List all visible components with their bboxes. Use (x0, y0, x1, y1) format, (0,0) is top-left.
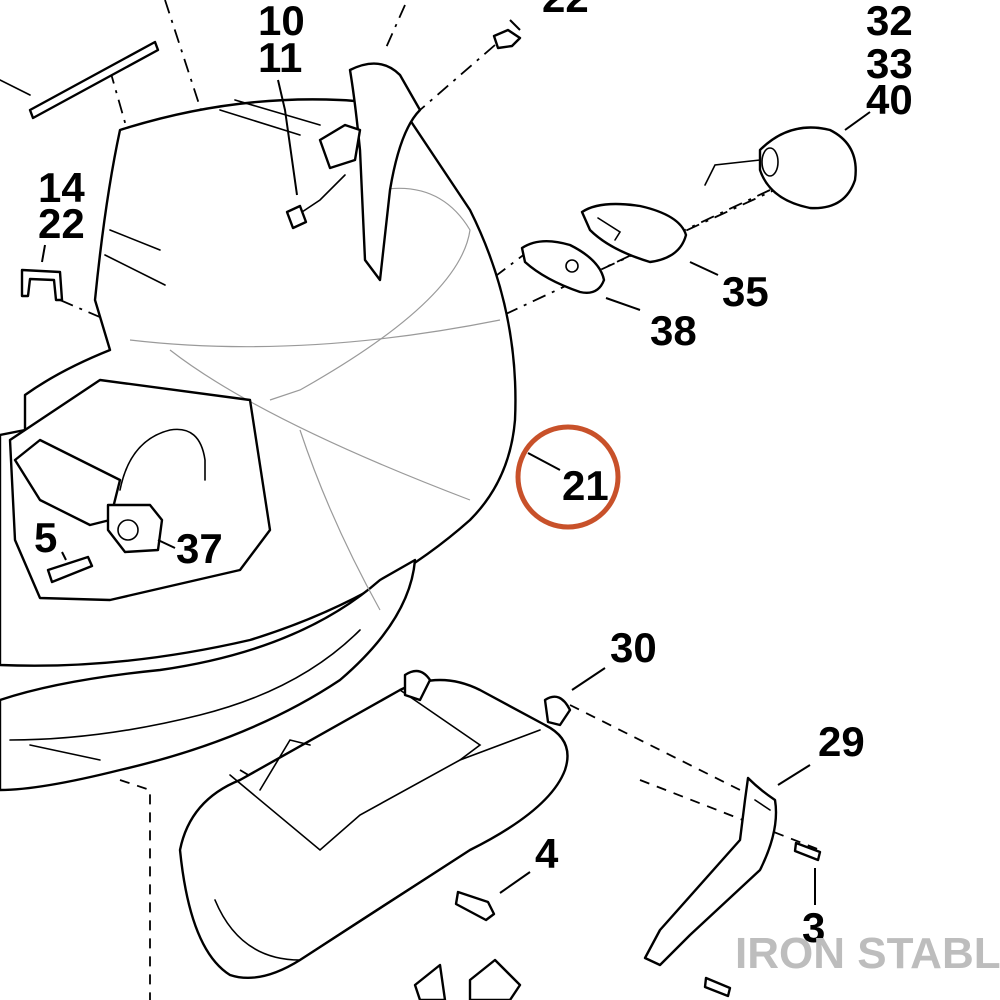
callout-10: 10 (258, 0, 305, 44)
fairing-upper-mount (285, 62, 422, 282)
callout-40: 40 (866, 76, 913, 123)
callout-35: 35 (722, 268, 769, 315)
leader-lines (41, 19, 871, 905)
highlight-ring (515, 424, 621, 530)
side-bracket (643, 776, 778, 967)
clip-part (20, 268, 64, 302)
callout-22: 22 (38, 200, 85, 247)
bottom-bracket (413, 958, 522, 1000)
screw-3 (703, 841, 822, 998)
callout-labels: 10 11 22 32 33 40 14 22 35 38 21 5 37 30… (34, 0, 913, 951)
headlamp-housing (178, 669, 572, 979)
trim-strip (0, 40, 160, 120)
screw-4 (454, 890, 496, 922)
callout-4: 4 (535, 830, 559, 877)
lamp-mount-bracket (580, 202, 688, 264)
callout-14: 14 (38, 164, 85, 211)
callout-33: 33 (866, 40, 913, 87)
callout-37: 37 (176, 525, 223, 572)
callout-30: 30 (610, 624, 657, 671)
callout-22-top: 22 (542, 0, 589, 21)
turn-signal-lamp (704, 126, 857, 210)
top-fastener (492, 28, 522, 50)
callout-3: 3 (802, 904, 825, 951)
lamp-gasket (520, 240, 606, 294)
callout-11: 11 (258, 34, 302, 81)
callout-38: 38 (650, 307, 697, 354)
callout-21: 21 (562, 462, 609, 509)
callout-5: 5 (34, 514, 57, 561)
watermark: IRON STABLE (735, 929, 1000, 978)
callout-32: 32 (866, 0, 913, 44)
detail-inset (8, 378, 272, 602)
callout-29: 29 (818, 718, 865, 765)
